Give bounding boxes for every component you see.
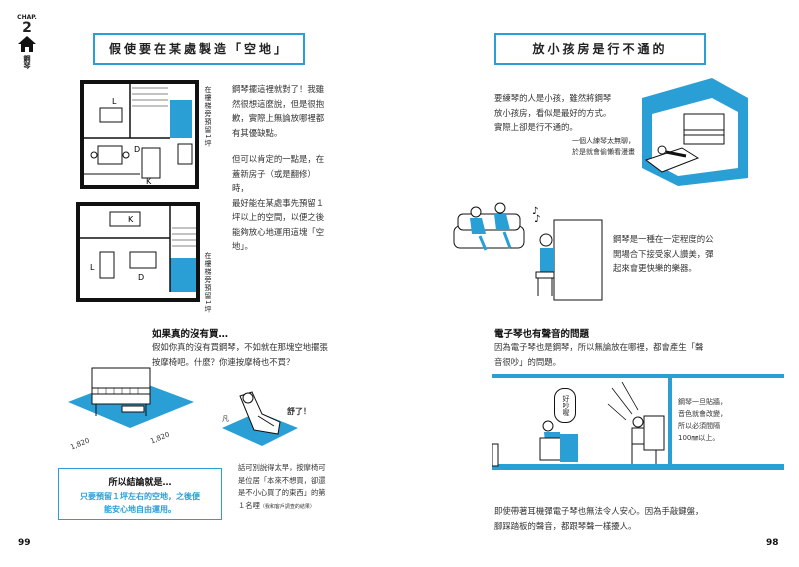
svg-text:♪: ♪ <box>534 214 540 225</box>
chapter-number: 2 <box>22 20 32 36</box>
right-para1: 要練琴的人是小孩，雖然將鋼琴放小孩房，看似是最好的方式。實際上卻是行不通的。 <box>494 93 612 132</box>
plan1-note: 在樓梯旁預留1坪 <box>204 86 212 148</box>
svg-text:♪: ♪ <box>532 206 538 217</box>
left-subhead: 如果真的沒有買… <box>152 329 229 340</box>
side-note: 話可別說得太早，按摩椅可是位居「本來不想買，卻還 是不小心買了的東西」的第 １名… <box>238 463 326 510</box>
child-room-illustration <box>642 78 748 186</box>
right-page-title: 放小孩房是行不通的 <box>494 33 706 65</box>
chapter-topic: 鋼琴 <box>23 55 31 69</box>
svg-text:K: K <box>146 177 152 186</box>
house-icon <box>18 36 36 52</box>
conclusion-text: 只要預留１坪左右的空地，之後便能安心地自由運用。 <box>80 492 200 514</box>
left-intro: 鋼琴擺這裡就對了！我雖然很想這麼說，但是很抱 歉，實際上無論放哪裡都有其優缺點。 <box>232 84 325 138</box>
chapter-label: CHAP. <box>17 14 37 21</box>
left-page-title: 假使要在某處製造「空地」 <box>93 33 305 65</box>
piano-floor-illustration <box>68 367 194 428</box>
floor-plan-lower: K L D <box>76 202 200 302</box>
caption-lazy: 一個人練琴太無聊，於是就會偷懶看漫畫 <box>572 137 635 156</box>
child-piano-illustration: ♪ <box>534 214 603 301</box>
right-subtext: 因為電子琴也是鋼琴，所以無論放在哪裡，都會產生「聲音很吵」的問題。 <box>494 342 704 367</box>
massage-chair-illustration <box>222 391 298 446</box>
mark-text: 凡 <box>222 415 229 423</box>
chapter-tab: CHAP. 2 鋼琴 <box>12 14 42 69</box>
speech-text: 舒了！ <box>287 407 311 416</box>
left-subtext: 假如你真的沒有買鋼琴，不如就在那塊空地擺張按摩椅吧。什麼？你連按摩椅也不買？ <box>152 342 328 367</box>
svg-text:D: D <box>138 273 144 282</box>
right-page-number: 98 <box>766 538 779 548</box>
family-sofa-illustration: ♪ <box>453 202 538 251</box>
svg-text:D: D <box>134 145 140 154</box>
conclusion-box: 所以結論就是… 只要預留１坪左右的空地，之後便能安心地自由運用。 <box>58 468 222 520</box>
right-para2: 鋼琴是一種在一定程度的公開場合下接受家人讚美，彈起來會更快樂的樂器。 <box>613 234 714 273</box>
floor-plan-upper: L D K <box>80 80 199 189</box>
noise-bubble: 好吵喔 <box>554 388 576 423</box>
svg-text:L: L <box>112 97 117 106</box>
left-page-number: 99 <box>18 538 31 548</box>
plan2-note: 在樓梯旁預留1坪 <box>204 252 212 314</box>
svg-text:L: L <box>90 263 95 272</box>
wall-section-illustration <box>492 374 784 470</box>
right-bottom: 即使帶著耳機彈電子琴也無法令人安心。因為手敲鍵盤，腳踩踏板的聲音，都跟琴聲一樣擾… <box>494 506 704 531</box>
conclusion-head: 所以結論就是… <box>108 478 172 488</box>
svg-text:K: K <box>128 215 134 224</box>
right-subhead: 電子琴也有聲音的問題 <box>494 329 590 340</box>
